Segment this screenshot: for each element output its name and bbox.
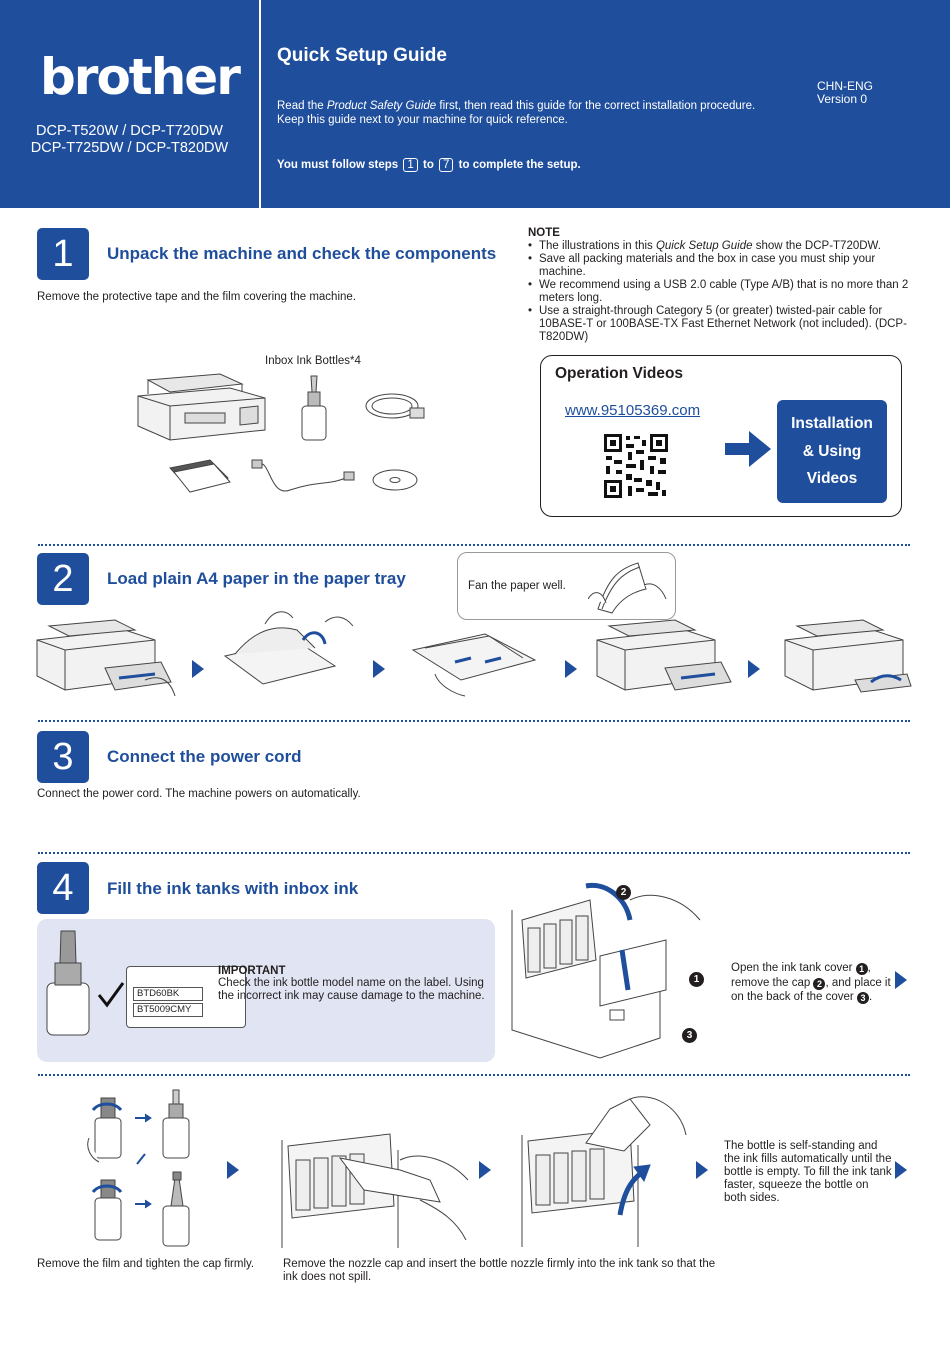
step-1-title: Unpack the machine and check the compone… [107, 244, 497, 263]
next-arrow-icon [227, 1161, 239, 1179]
step-from-box: 1 [403, 158, 418, 172]
note-item: Save all packing materials and the box i… [528, 253, 918, 279]
installation-videos-button[interactable]: Installation & Using Videos [777, 400, 887, 503]
next-arrow-icon [696, 1161, 708, 1179]
note-item: The illustrations in this Quick Setup Gu… [528, 240, 918, 253]
steps-instruction: You must follow steps 1 to 7 to complete… [277, 158, 581, 172]
fan-paper-callout: Fan the paper well. [457, 552, 676, 620]
next-arrow-icon [895, 1161, 907, 1179]
product-safety-guide-ref: Product Safety Guide [326, 100, 437, 112]
open-cover-text: Open the ink tank cover 1, remove the ca… [731, 962, 891, 1004]
next-arrow-icon [565, 660, 577, 678]
step-to-box: 7 [439, 158, 454, 172]
note-panel: NOTE The illustrations in this Quick Set… [528, 227, 918, 344]
models-line-2: DCP-T725DW / DCP-T820DW [30, 140, 229, 156]
step-3-number: 3 [37, 731, 89, 783]
fan-paper-illustration [588, 562, 667, 614]
model-code-black: BTD60BK [133, 987, 203, 1001]
marker-1-inline: 1 [855, 963, 868, 975]
marker-2: 2 [616, 885, 631, 900]
operation-videos-box: Operation Videos www.95105369.com Instal… [540, 355, 902, 517]
step-2-number: 2 [37, 553, 89, 605]
marker-3: 3 [682, 1028, 697, 1043]
qr-code-icon [604, 434, 668, 498]
next-arrow-icon [373, 660, 385, 678]
bottle-label-card: BTD60BK BT5009CMY [126, 966, 246, 1028]
step-4-title: Fill the ink tanks with inbox ink [107, 879, 359, 898]
marker-3-inline: 3 [856, 992, 869, 1004]
step-4-number: 4 [37, 862, 89, 914]
film-cap-text: Remove the film and tighten the cap firm… [37, 1258, 255, 1270]
ink-bottles-label: Inbox Ink Bottles*4 [265, 355, 361, 367]
next-arrow-icon [895, 971, 907, 989]
header-divider [259, 0, 261, 208]
ink-bottle-icon [46, 930, 90, 1036]
page-title: Quick Setup Guide [277, 45, 447, 66]
note-item: Use a straight-through Category 5 (or gr… [528, 305, 918, 344]
step-3-text: Connect the power cord. The machine powe… [37, 788, 361, 800]
next-arrow-icon [479, 1161, 491, 1179]
model-list: DCP-T520W / DCP-T720DW DCP-T725DW / DCP-… [0, 123, 259, 157]
note-list: The illustrations in this Quick Setup Gu… [528, 240, 918, 344]
note-title: NOTE [528, 227, 560, 239]
models-line-1: DCP-T520W / DCP-T720DW [36, 123, 223, 139]
section-divider [38, 720, 910, 722]
brother-logo: brother [40, 48, 241, 106]
bottle-cap-illustration [87, 1089, 190, 1247]
header-banner: brother DCP-T520W / DCP-T720DW DCP-T725D… [0, 0, 950, 208]
ink-tank-cover-illustration [511, 882, 701, 1059]
videos-link[interactable]: www.95105369.com [565, 402, 701, 419]
step-1-text: Remove the protective tape and the film … [37, 291, 356, 303]
section-divider [38, 544, 910, 546]
model-code-color: BT5009CMY [133, 1003, 203, 1017]
step-2-title: Load plain A4 paper in the paper tray [107, 569, 406, 588]
section-divider [38, 852, 910, 854]
marker-2-inline: 2 [813, 977, 826, 990]
step-3-title: Connect the power cord [107, 747, 302, 766]
note-item: We recommend using a USB 2.0 cable (Type… [528, 279, 918, 305]
important-panel: BTD60BK BT5009CMY IMPORTANT Check the in… [37, 919, 495, 1062]
step-1-number: 1 [37, 228, 89, 280]
checkmark-icon [97, 982, 125, 1008]
paper-tray-illustrations [36, 611, 912, 697]
next-arrow-icon [748, 660, 760, 678]
nozzle-text: Remove the nozzle cap and insert the bot… [283, 1258, 716, 1283]
self-standing-text: The bottle is self-standing and the ink … [724, 1140, 892, 1204]
section-divider [38, 1074, 910, 1076]
components-illustration [137, 373, 425, 493]
arrow-right-icon [725, 431, 771, 467]
fan-paper-text: Fan the paper well. [468, 580, 566, 592]
videos-title: Operation Videos [555, 365, 684, 382]
auto-fill-illustration [521, 1096, 687, 1247]
important-title: IMPORTANT [218, 965, 286, 977]
important-text: Check the ink bottle model name on the l… [218, 977, 485, 1002]
region-version: CHN-ENG Version 0 [817, 79, 873, 106]
insert-nozzle-illustration [281, 1133, 469, 1248]
marker-1: 1 [689, 972, 704, 987]
next-arrow-icon [192, 660, 204, 678]
intro-text: Read the Product Safety Guide first, the… [277, 100, 756, 126]
